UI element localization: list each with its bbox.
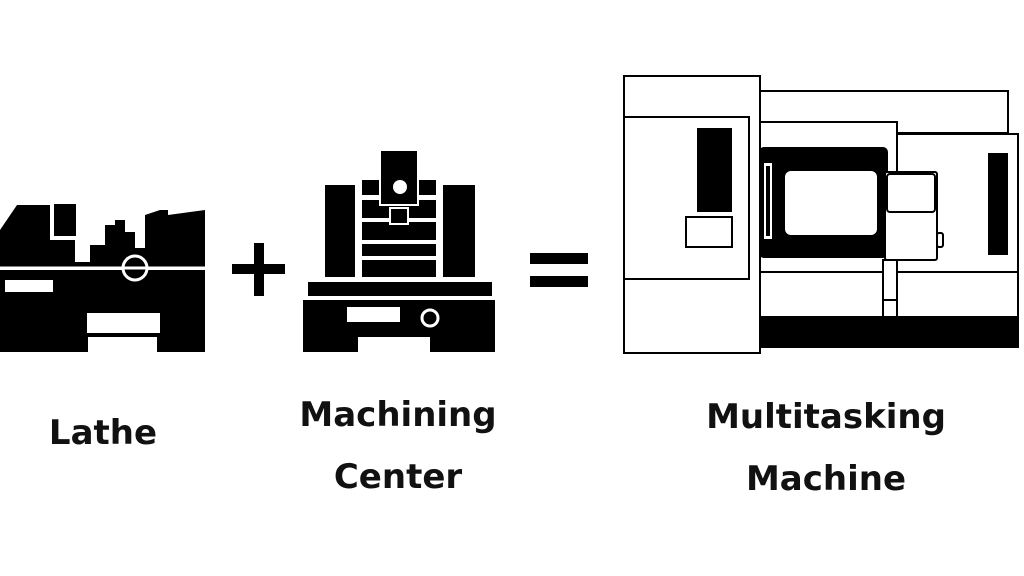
lathe-icon <box>0 204 205 352</box>
machining-center-label-line1: Machining <box>299 395 497 435</box>
machining-center-label-line2: Center <box>333 457 463 497</box>
lathe-label: Lathe <box>48 413 158 453</box>
plus-icon <box>232 243 285 296</box>
multitasking-machine-icon <box>623 75 1019 354</box>
multitasking-machine-label-line2: Machine <box>745 459 907 499</box>
machining-center-icon <box>303 149 495 352</box>
equals-icon <box>530 253 588 287</box>
multitasking-machine-label-line1: Multitasking <box>706 397 946 437</box>
